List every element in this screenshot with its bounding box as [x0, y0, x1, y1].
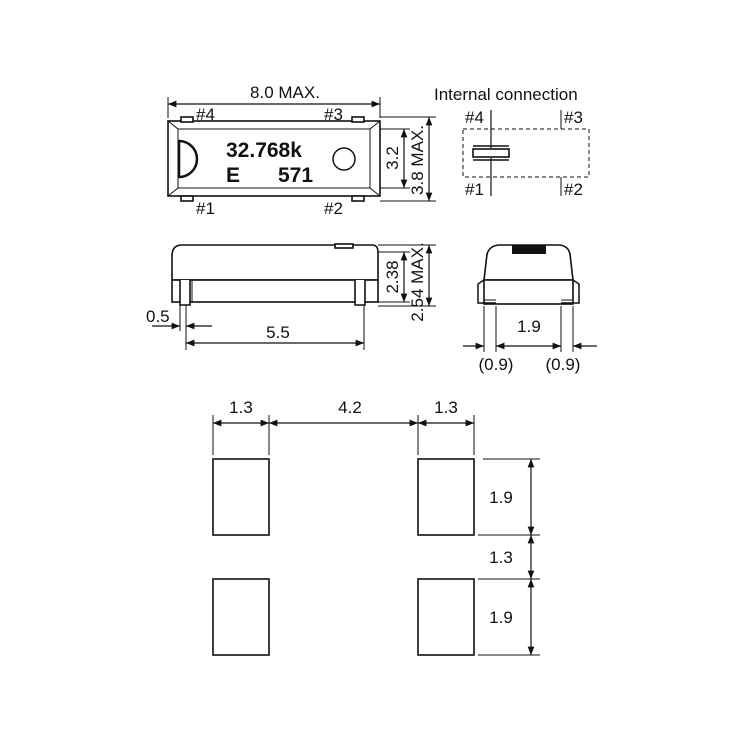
top-pin-tab-2 — [351, 195, 365, 202]
top-body-outer — [167, 120, 381, 197]
side-h-outer-label: 2.54 MAX. — [408, 242, 427, 321]
marking-line2-left: E — [226, 164, 240, 187]
top-pin-tab-4 — [180, 116, 194, 123]
top-pin1-label: #1 — [196, 199, 215, 218]
crystal-icon — [472, 148, 510, 158]
end-left-label: (0.9) — [479, 355, 514, 374]
top-view: 8.0 MAX. 32.768k E 571 #4 #3 #1 #2 3.2 3… — [167, 83, 436, 218]
pad-top-left — [212, 458, 270, 536]
top-pin-tab-3 — [351, 116, 365, 123]
fp-pad-height-top-label: 1.9 — [489, 488, 513, 507]
end-center-label: 1.9 — [517, 317, 541, 336]
end-right-label: (0.9) — [546, 355, 581, 374]
side-body — [171, 244, 379, 281]
internal-pin4-label: #4 — [465, 108, 484, 127]
internal-outline — [462, 128, 590, 178]
pad-bottom-left — [212, 578, 270, 656]
side-h-inner-label: 2.38 — [383, 260, 402, 293]
fp-gap-label: 4.2 — [338, 398, 362, 417]
top-h-inner-label: 3.2 — [383, 146, 402, 170]
top-pin-tab-1 — [180, 195, 194, 202]
side-base — [171, 279, 379, 303]
internal-connection: Internal connection #4 #3 #1 #2 — [434, 85, 590, 199]
fp-pad-height-bottom-label: 1.9 — [489, 608, 513, 627]
end-leads-inner — [483, 284, 574, 301]
side-lead-right — [354, 280, 366, 306]
fp-pad-gap-vertical-label: 1.3 — [489, 548, 513, 567]
side-view: 2.38 2.54 MAX. 0.5 5.5 — [146, 242, 436, 350]
top-width-label: 8.0 MAX. — [250, 83, 320, 102]
side-top-tab — [334, 243, 354, 249]
top-h-outer-label: 3.8 MAX. — [408, 125, 427, 195]
end-view: 1.9 (0.9) (0.9) — [463, 244, 597, 374]
end-leads — [477, 279, 580, 304]
top-notch-icon — [177, 139, 199, 179]
top-body-inner-bevel — [167, 120, 381, 197]
marking-line1: 32.768k — [226, 139, 302, 162]
top-pin4-label: #4 — [196, 105, 215, 124]
internal-pin2-label: #2 — [564, 180, 583, 199]
internal-connection-title: Internal connection — [434, 85, 578, 104]
fp-pad-width-right-label: 1.3 — [434, 398, 458, 417]
top-dot-icon — [332, 147, 356, 171]
pad-top-right — [417, 458, 475, 536]
top-pin2-label: #2 — [324, 199, 343, 218]
marking-line2-right: 571 — [278, 164, 313, 187]
end-top-mark — [512, 245, 546, 254]
internal-pin3-label: #3 — [564, 108, 583, 127]
side-pitch-label: 5.5 — [266, 323, 290, 342]
internal-pin1-label: #1 — [465, 180, 484, 199]
pad-bottom-right — [417, 578, 475, 656]
side-lead-left — [179, 280, 191, 306]
top-pin3-label: #3 — [324, 105, 343, 124]
footprint: 1.3 4.2 1.3 1.9 1.3 1.9 — [212, 398, 540, 656]
side-lead-label: 0.5 — [146, 307, 170, 326]
end-base — [483, 279, 574, 305]
fp-pad-width-left-label: 1.3 — [229, 398, 253, 417]
